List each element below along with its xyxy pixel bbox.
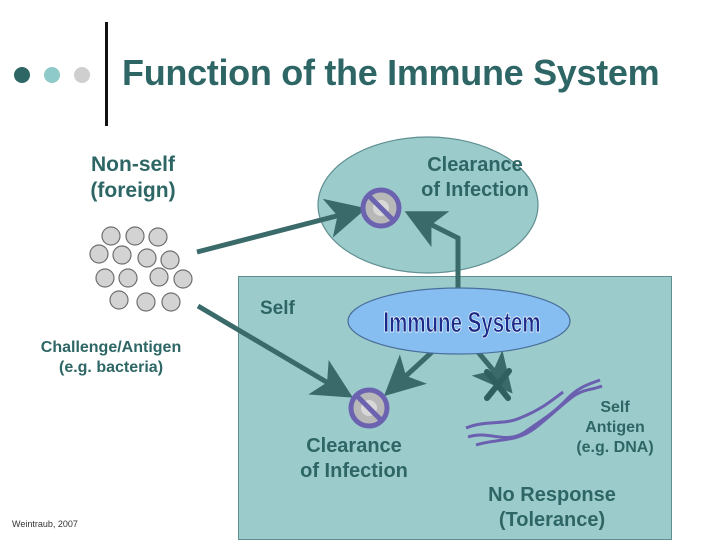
nonself-label: Non-self (foreign) [90, 153, 176, 203]
credit: Weintraub, 2007 [12, 519, 78, 529]
decor-dot-dark [14, 67, 30, 83]
immune-system-label: Immune System [383, 307, 540, 339]
no-symbol-icon [348, 387, 390, 429]
dna-icon [465, 378, 603, 447]
cross-icon [484, 368, 512, 401]
arrow-immune-to-top [404, 211, 461, 295]
no-response-label: No Response (Tolerance) [488, 484, 616, 531]
page-title: Function of the Immune System [122, 52, 660, 93]
arrow-immune-to-self [471, 349, 513, 394]
decor-dot-light [74, 67, 90, 83]
immune-system-ellipse [347, 287, 571, 355]
clearance-top-label: Clearance of Infection [421, 154, 529, 201]
self-antigen-label: Self Antigen (e.g. DNA) [576, 399, 654, 456]
title-divider [105, 22, 108, 126]
bacteria-icon [89, 226, 193, 312]
arrow-to-bottom-clearance [196, 303, 353, 398]
clearance-top-ellipse [317, 136, 539, 274]
arrow-immune-to-bottom [383, 350, 434, 397]
challenge-label: Challenge/Antigen (e.g. bacteria) [40, 339, 182, 376]
self-label: Self [260, 298, 295, 319]
arrow-to-top-clearance [196, 198, 367, 255]
decor-dot-mid [44, 67, 60, 83]
no-symbol-icon [360, 187, 402, 229]
clearance-bottom-label: Clearance of Infection [300, 435, 408, 482]
